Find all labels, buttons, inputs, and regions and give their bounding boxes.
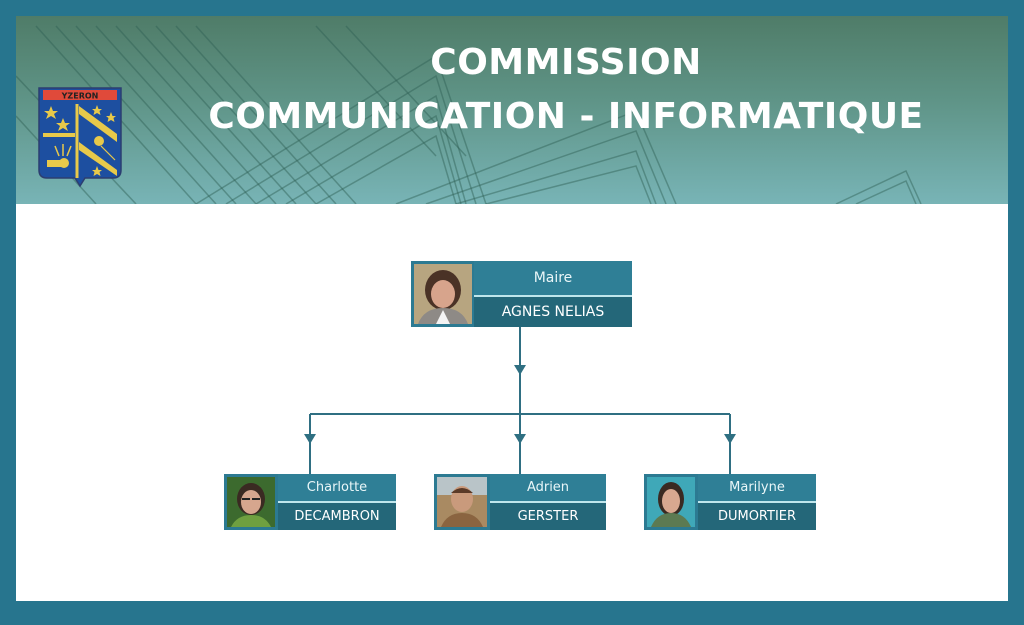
divider	[698, 501, 816, 503]
title-line-2: COMMUNICATION - INFORMATIQUE	[208, 96, 924, 137]
title-line-1: COMMISSION	[430, 42, 702, 83]
avatar-photo	[437, 477, 487, 527]
first-name: Adrien	[490, 474, 606, 501]
last-name: GERSTER	[490, 503, 606, 530]
svg-text:YZERON: YZERON	[61, 92, 99, 101]
arrow-down-icon	[514, 434, 526, 444]
divider	[490, 501, 606, 503]
first-name: Charlotte	[278, 474, 396, 501]
org-node-member[interactable]: Adrien GERSTER	[434, 474, 606, 530]
last-name: DECAMBRON	[278, 503, 396, 530]
role-label: Maire	[474, 261, 632, 295]
org-chart-connectors	[304, 327, 736, 474]
avatar-photo	[414, 264, 472, 324]
first-name: Marilyne	[698, 474, 816, 501]
coat-of-arms-icon: YZERON	[38, 87, 122, 188]
org-node-member[interactable]: Charlotte DECAMBRON	[224, 474, 396, 530]
org-node-maire[interactable]: Maire AGNES NELIAS	[411, 261, 632, 327]
arrow-down-icon	[514, 365, 526, 375]
org-node-member[interactable]: Marilyne DUMORTIER	[644, 474, 816, 530]
divider	[474, 295, 632, 297]
avatar-photo	[647, 477, 695, 527]
arrow-down-icon	[304, 434, 316, 444]
divider	[278, 501, 396, 503]
avatar-photo	[227, 477, 275, 527]
header-banner: YZERON COMMISSION COMMUNICATION - INFORM…	[16, 16, 1008, 204]
frame: YZERON COMMISSION COMMUNICATION - INFORM…	[16, 16, 1008, 601]
last-name: DUMORTIER	[698, 503, 816, 530]
arrow-down-icon	[724, 434, 736, 444]
person-name: AGNES NELIAS	[474, 297, 632, 327]
